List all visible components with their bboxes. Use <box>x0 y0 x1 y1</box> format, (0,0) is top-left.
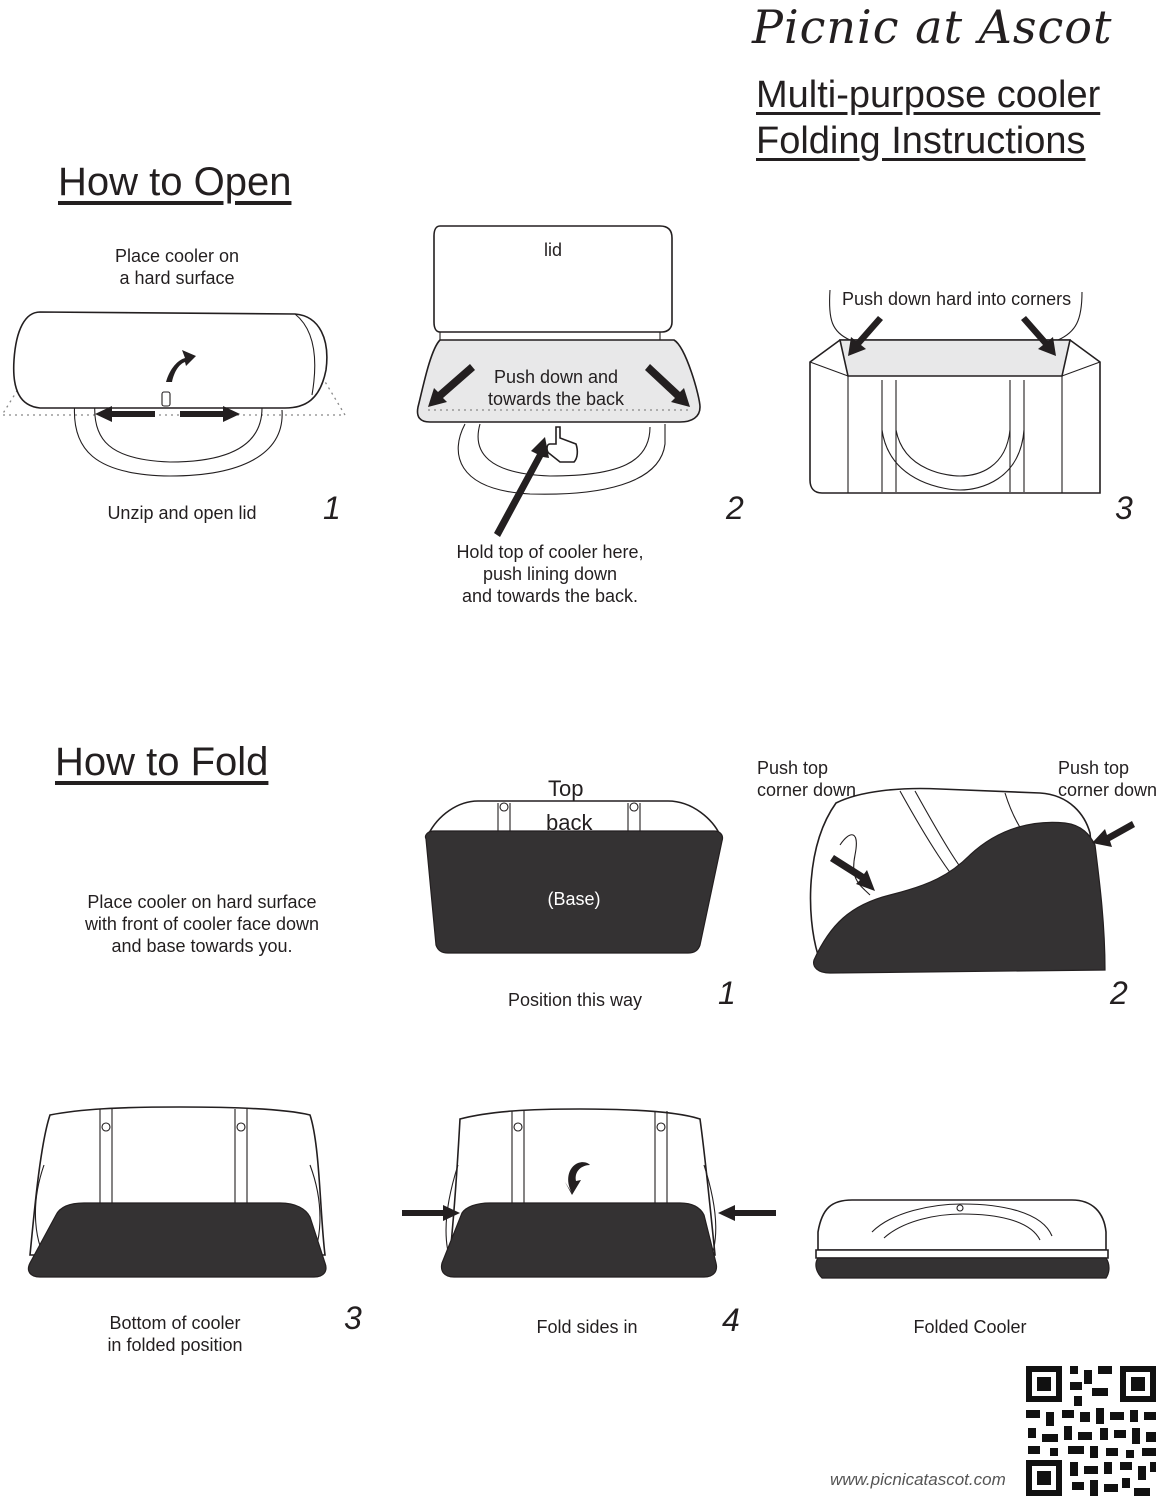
fold-step4-illustration <box>402 1108 776 1278</box>
open-step2-caption: Hold top of cooler here, push lining dow… <box>430 541 670 607</box>
fold-step2-left-line1: Push top <box>757 758 829 778</box>
fold-step2-illustration <box>809 787 1135 974</box>
how-to-fold-heading: How to Fold <box>55 740 269 784</box>
fold-step1-top-label: Top <box>548 776 584 801</box>
folded-cooler-caption: Folded Cooler <box>913 1317 1027 1337</box>
fold-step3-caption: Bottom of cooler in folded position <box>80 1312 270 1356</box>
open-step3-illustration <box>809 289 1101 494</box>
fold-step3-caption-line1: Bottom of cooler <box>109 1313 241 1333</box>
open-step2-inside-line1: Push down and <box>493 367 619 387</box>
open-step3-number: 3 <box>1115 490 1133 526</box>
open-step2-caption-line3: and towards the back. <box>461 586 639 606</box>
open-step2-illustration <box>416 225 701 537</box>
fold-step1-back-label: back <box>546 810 593 835</box>
folded-cooler-illustration <box>815 1199 1110 1279</box>
open-step3-label: Push down hard into corners <box>842 289 1072 309</box>
fold-step2-number: 2 <box>1110 975 1128 1011</box>
fold-step4-number: 4 <box>722 1302 740 1338</box>
website-url[interactable]: www.picnicatascot.com <box>830 1470 1006 1489</box>
fold-step2-right-label: Push top corner down <box>1058 757 1157 801</box>
open-step1-illustration <box>0 311 347 477</box>
fold-step4-caption: Fold sides in <box>536 1317 638 1337</box>
open-step1-caption-line1: Place cooler on <box>114 246 240 266</box>
fold-step2-right-line2: corner down <box>1058 780 1158 800</box>
document-title-line1: Multi-purpose cooler <box>756 74 1101 116</box>
fold-intro-text: Place cooler on hard surface with front … <box>62 891 342 957</box>
fold-step3-caption-line2: in folded position <box>107 1335 243 1355</box>
fold-step3-illustration <box>27 1106 327 1278</box>
fold-step3-number: 3 <box>344 1300 362 1336</box>
open-step1-caption-line2: a hard surface <box>119 268 235 288</box>
brand-logo-text: Picnic at Ascot <box>752 0 1113 54</box>
lid-label: lid <box>543 240 562 260</box>
fold-step2-right-line1: Push top <box>1058 758 1130 778</box>
open-step2-caption-line1: Hold top of cooler here, <box>456 542 644 562</box>
fold-step1-number: 1 <box>718 975 736 1011</box>
open-step1-number: 1 <box>323 490 341 526</box>
fold-step1-illustration: (Base) <box>424 800 724 954</box>
qr-code[interactable] <box>1022 1362 1160 1500</box>
fold-step1-caption: Position this way <box>507 990 643 1010</box>
open-step2-inside-text: Push down and towards the back <box>466 366 646 410</box>
open-step2-caption-line2: push lining down <box>482 564 618 584</box>
open-step1-caption-bottom: Unzip and open lid <box>107 503 257 523</box>
document-title-line2: Folding Instructions <box>756 120 1086 162</box>
fold-intro-line3: and base towards you. <box>111 936 293 956</box>
open-step1-caption-top: Place cooler on a hard surface <box>62 245 292 289</box>
fold-intro-line2: with front of cooler face down <box>84 914 320 934</box>
open-step2-number: 2 <box>726 490 744 526</box>
fold-step2-left-line2: corner down <box>757 780 857 800</box>
fold-step2-left-label: Push top corner down <box>757 757 856 801</box>
how-to-open-heading: How to Open <box>58 160 292 204</box>
open-step2-inside-line2: towards the back <box>487 389 625 409</box>
fold-step1-base-label: (Base) <box>547 889 600 909</box>
fold-intro-line1: Place cooler on hard surface <box>87 892 317 912</box>
